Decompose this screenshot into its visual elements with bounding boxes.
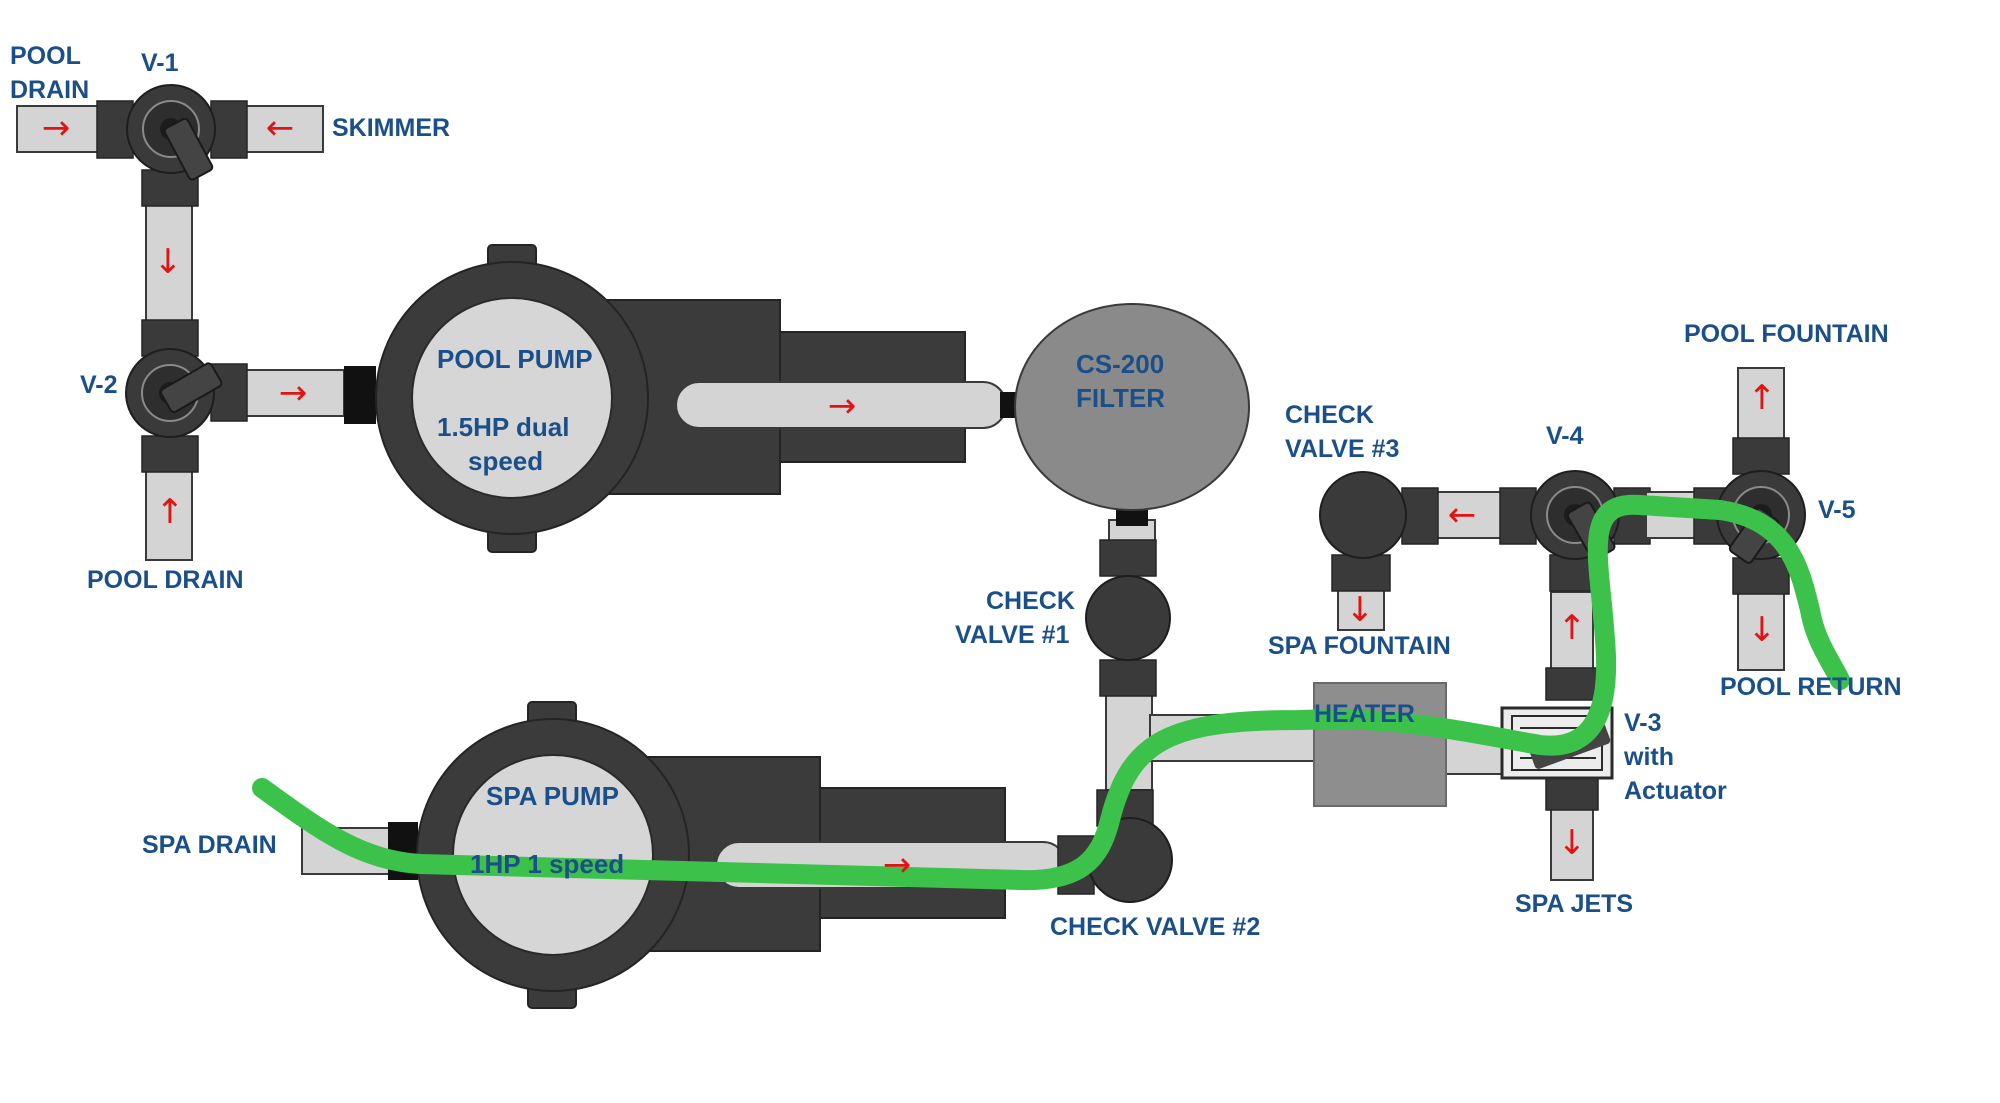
- pool-drain-bottom-label: POOL DRAIN: [87, 566, 244, 594]
- v3-v4-flow-arrow: ↑: [1558, 608, 1587, 648]
- filter-label-line2: FILTER: [1076, 383, 1165, 413]
- pool-pump-label-line2: 1.5HP dual: [437, 412, 569, 442]
- skimmer-label: SKIMMER: [332, 114, 450, 142]
- heater-label: HEATER: [1314, 700, 1415, 728]
- check-valve-3-flow-arrow: ←: [1448, 495, 1477, 535]
- v2-label: V-2: [80, 371, 118, 399]
- v2-pump-flow-arrow: →: [279, 373, 308, 413]
- check-valve-3-label-line2: VALVE #3: [1285, 435, 1399, 463]
- v2-to-pump-pipe: [243, 369, 345, 417]
- v5-label: V-5: [1818, 496, 1856, 524]
- v2-bottom-pipe: [145, 467, 193, 561]
- pool-return-label: POOL RETURN: [1720, 673, 1902, 701]
- spa-jets-flow-arrow: ↓: [1558, 823, 1587, 863]
- spa-pump-outlet-flow-arrow: →: [883, 845, 912, 885]
- v3-label-line2: with: [1623, 743, 1674, 771]
- spa-pump-label-line2: 1HP 1 speed: [470, 849, 624, 879]
- spa-pump-label-line1: SPA PUMP: [486, 781, 619, 811]
- v1-right-fitting: [210, 100, 248, 159]
- v3-label-line1: V-3: [1624, 709, 1662, 737]
- skimmer-inlet-pipe: [242, 105, 324, 153]
- skimmer-flow-arrow: ←: [266, 108, 295, 148]
- v3-label-line3: Actuator: [1624, 777, 1727, 805]
- spa-pump: [301, 701, 1067, 1009]
- filter-label-line1: CS-200: [1076, 349, 1164, 379]
- spa-flow-highlight-path: [252, 494, 1850, 891]
- check-valve-1-label-line1: CHECK: [986, 587, 1075, 615]
- pool-drain-flow-arrow: →: [42, 108, 71, 148]
- v1-v2-flow-arrow: ↓: [154, 242, 183, 282]
- spa-fountain-flow-arrow: ↓: [1346, 590, 1375, 630]
- spa-jets-label: SPA JETS: [1515, 890, 1633, 918]
- spa-fountain-label: SPA FOUNTAIN: [1268, 632, 1451, 660]
- check-valve-2-label: CHECK VALVE #2: [1050, 913, 1260, 941]
- v1-valve: [126, 84, 216, 181]
- pool-return-flow-arrow: ↓: [1748, 610, 1777, 650]
- spa-drain-label: SPA DRAIN: [142, 831, 277, 859]
- pool-pump-label-line1: POOL PUMP: [437, 344, 593, 374]
- pool-pump-outlet-flow-arrow: →: [828, 386, 857, 426]
- pool-drain-top-label-line1: POOL: [10, 42, 81, 70]
- v3-actuator-valve: [1500, 591, 1614, 881]
- pool-pump-label-line3: speed: [468, 446, 543, 476]
- pool-pump: [344, 244, 1018, 553]
- cs200-filter: [1014, 303, 1250, 561]
- v2-valve: [125, 348, 223, 438]
- check-valve-3: [1319, 471, 1503, 631]
- check-valve-3-label-line1: CHECK: [1285, 401, 1374, 429]
- check-valve-1: [1085, 539, 1321, 791]
- pool-drain-bottom-flow-arrow: ↑: [156, 492, 185, 532]
- pool-fountain-flow-arrow: ↑: [1748, 378, 1777, 418]
- v2-bottom-fitting: [141, 435, 199, 473]
- pool-drain-top-label-line2: DRAIN: [10, 76, 89, 104]
- v1-label: V-1: [141, 49, 179, 77]
- pool-fountain-label: POOL FOUNTAIN: [1684, 320, 1889, 348]
- check-valve-1-label-line2: VALVE #1: [955, 621, 1069, 649]
- v4-label: V-4: [1546, 422, 1584, 450]
- pool-drain-inlet-pipe: [16, 105, 102, 153]
